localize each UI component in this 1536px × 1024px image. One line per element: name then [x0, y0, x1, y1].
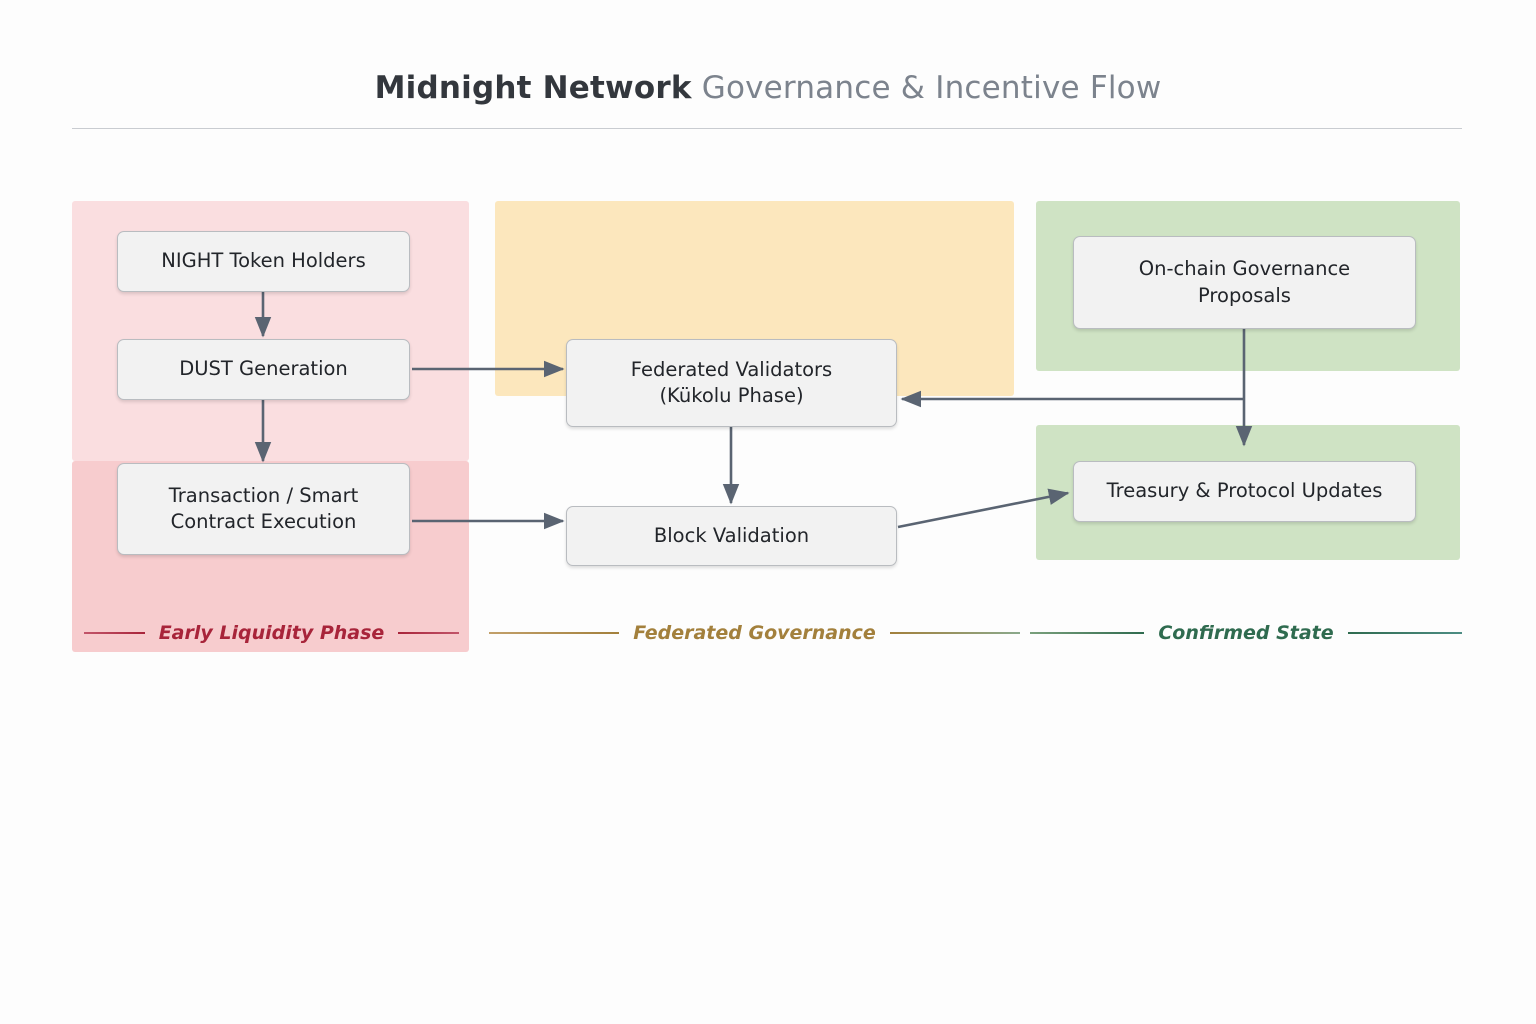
node-label: On-chain Governance Proposals [1138, 257, 1351, 307]
legend-early-liquidity-phase[interactable]: Early Liquidity Phase [84, 618, 460, 648]
edge-block-to-treasury [897, 488, 1070, 529]
legend-rule-left [489, 632, 620, 634]
node-treasury-updates[interactable]: Treasury & Protocol Updates [1073, 461, 1416, 522]
legend-rule-left [84, 632, 145, 634]
node-label: Treasury & Protocol Updates [1106, 479, 1383, 503]
node-label: Federated Validators (Kükolu Phase) [630, 357, 833, 407]
node-label: Block Validation [653, 523, 810, 547]
legend-label: Confirmed State [1158, 622, 1334, 644]
node-governance-proposals[interactable]: On-chain Governance Proposals [1073, 236, 1416, 329]
node-label: DUST Generation [179, 357, 348, 381]
title-divider [72, 128, 1462, 129]
node-label: NIGHT Token Holders [161, 249, 366, 273]
legend-rule-right [1347, 632, 1462, 634]
page-title-main: Midnight Network [374, 70, 692, 106]
node-label: Transaction / Smart Contract Execution [168, 483, 359, 533]
legend-label: Federated Governance [633, 622, 876, 644]
node-federated-validators[interactable]: Federated Validators (Kükolu Phase) [566, 339, 897, 427]
page-title-subtitle: Governance & Incentive Flow [691, 70, 1162, 106]
legend-rule-right [398, 632, 460, 634]
node-dust-generation[interactable]: DUST Generation [117, 339, 410, 400]
node-block-validation[interactable]: Block Validation [566, 506, 897, 566]
legend-confirmed-state[interactable]: Confirmed State [1030, 618, 1462, 648]
node-transaction-execution[interactable]: Transaction / Smart Contract Execution [117, 463, 410, 555]
page-title: Midnight Network Governance & Incentive … [0, 70, 1536, 106]
legend-label: Early Liquidity Phase [158, 622, 385, 644]
node-night-token-holders[interactable]: NIGHT Token Holders [117, 231, 410, 292]
legend-federated-governance[interactable]: Federated Governance [489, 618, 1021, 648]
legend-rule-left [1030, 632, 1145, 634]
legend-rule-right [889, 632, 1021, 634]
